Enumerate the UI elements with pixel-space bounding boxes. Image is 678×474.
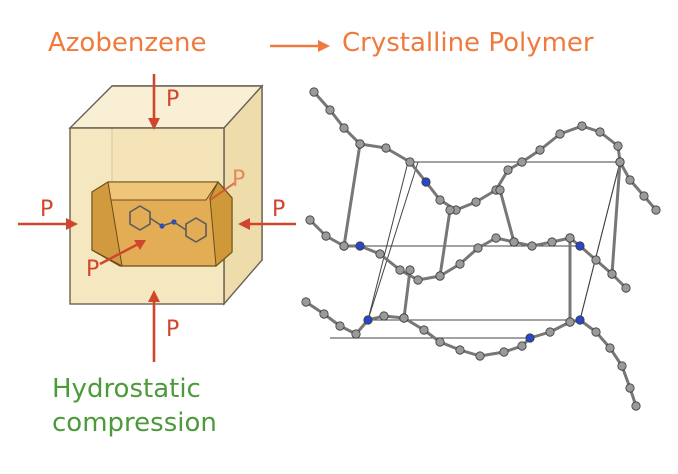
carbon-atom xyxy=(591,255,601,265)
carbon-atom xyxy=(335,321,345,331)
carbon-atom xyxy=(405,265,415,275)
polymer-bond xyxy=(610,160,622,276)
transform-arrow xyxy=(270,40,330,52)
carbon-atom xyxy=(355,139,365,149)
pressure-label-left: P xyxy=(40,197,53,222)
pressure-label-top: P xyxy=(166,87,179,112)
carbon-atom xyxy=(435,337,445,347)
carbon-atom xyxy=(339,241,349,251)
carbon-atom xyxy=(413,275,423,285)
carbon-atom xyxy=(455,345,465,355)
carbon-atom xyxy=(379,311,389,321)
carbon-atom xyxy=(517,341,527,351)
pressure-arrow-right xyxy=(238,218,296,230)
carbon-atom xyxy=(545,327,555,337)
carbon-atom xyxy=(503,165,513,175)
carbon-atom xyxy=(613,141,623,151)
carbon-atom xyxy=(605,343,615,353)
nitrogen-atom xyxy=(421,177,431,187)
carbon-atom xyxy=(309,87,319,97)
carbon-atom xyxy=(639,191,649,201)
carbon-atom xyxy=(625,383,635,393)
pressure-label-bottom: P xyxy=(166,317,179,342)
crystalline-polymer-structure xyxy=(301,87,661,411)
title-crystalline-polymer: Crystalline Polymer xyxy=(342,28,594,58)
carbon-atom xyxy=(455,259,465,269)
carbon-atom xyxy=(435,271,445,281)
carbon-atom xyxy=(535,145,545,155)
carbon-atom xyxy=(565,233,575,243)
carbon-atom xyxy=(495,185,505,195)
carbon-atom xyxy=(499,347,509,357)
carbon-atom xyxy=(517,157,527,167)
carbon-atom xyxy=(381,143,391,153)
carbon-atom xyxy=(527,241,537,251)
azobenzene-crystal xyxy=(91,181,233,268)
pressure-cell-diagram: P P P P P P xyxy=(18,74,296,362)
nitrogen-atom xyxy=(525,333,535,343)
pressure-arrow-bottom xyxy=(148,290,160,362)
carbon-atom xyxy=(595,127,605,137)
caption-line-1: Hydrostatic xyxy=(52,374,201,404)
carbon-atom xyxy=(471,197,481,207)
carbon-atom xyxy=(631,401,641,411)
carbon-atom xyxy=(577,121,587,131)
carbon-atom xyxy=(305,215,315,225)
polymer-bond xyxy=(438,208,452,278)
carbon-atom xyxy=(491,233,501,243)
pressure-arrow-top xyxy=(148,74,160,130)
carbon-atom xyxy=(625,175,635,185)
pressure-arrow-front xyxy=(99,240,146,266)
polymer-bond xyxy=(342,142,362,248)
carbon-atom xyxy=(651,205,661,215)
carbon-atom xyxy=(473,243,483,253)
pressure-arrow-left xyxy=(18,218,78,230)
carbon-atom xyxy=(615,157,625,167)
carbon-atom xyxy=(509,237,519,247)
carbon-atom xyxy=(555,129,565,139)
carbon-atom xyxy=(399,313,409,323)
carbon-atom xyxy=(475,351,485,361)
polymer-bond xyxy=(384,146,412,164)
carbon-atom xyxy=(395,265,405,275)
carbon-atom xyxy=(321,231,331,241)
polymer-bond xyxy=(402,268,412,320)
pressure-label-back: P xyxy=(232,167,245,192)
pressure-label-front: P xyxy=(86,257,99,282)
carbon-atom xyxy=(325,105,335,115)
carbon-atom xyxy=(301,297,311,307)
nitrogen-atom xyxy=(575,315,585,325)
carbon-atom xyxy=(435,195,445,205)
carbon-atom xyxy=(319,309,329,319)
carbon-atom xyxy=(617,361,627,371)
carbon-atom xyxy=(607,269,617,279)
caption-line-2: compression xyxy=(52,408,217,438)
nitrogen-atom xyxy=(363,315,373,325)
nitrogen-atom xyxy=(355,241,365,251)
nitrogen-atom xyxy=(575,241,585,251)
pressure-label-right: P xyxy=(272,197,285,222)
carbon-atom xyxy=(621,283,631,293)
carbon-atom xyxy=(419,325,429,335)
carbon-atom xyxy=(445,205,455,215)
carbon-atom xyxy=(591,327,601,337)
carbon-atom xyxy=(565,317,575,327)
carbon-atom xyxy=(375,249,385,259)
polymer-bond xyxy=(498,188,516,244)
pressure-arrow-back xyxy=(209,181,237,201)
carbon-atom xyxy=(339,123,349,133)
carbon-atom xyxy=(405,157,415,167)
title-azobenzene: Azobenzene xyxy=(48,28,207,58)
carbon-atom xyxy=(547,237,557,247)
carbon-atom xyxy=(351,329,361,339)
